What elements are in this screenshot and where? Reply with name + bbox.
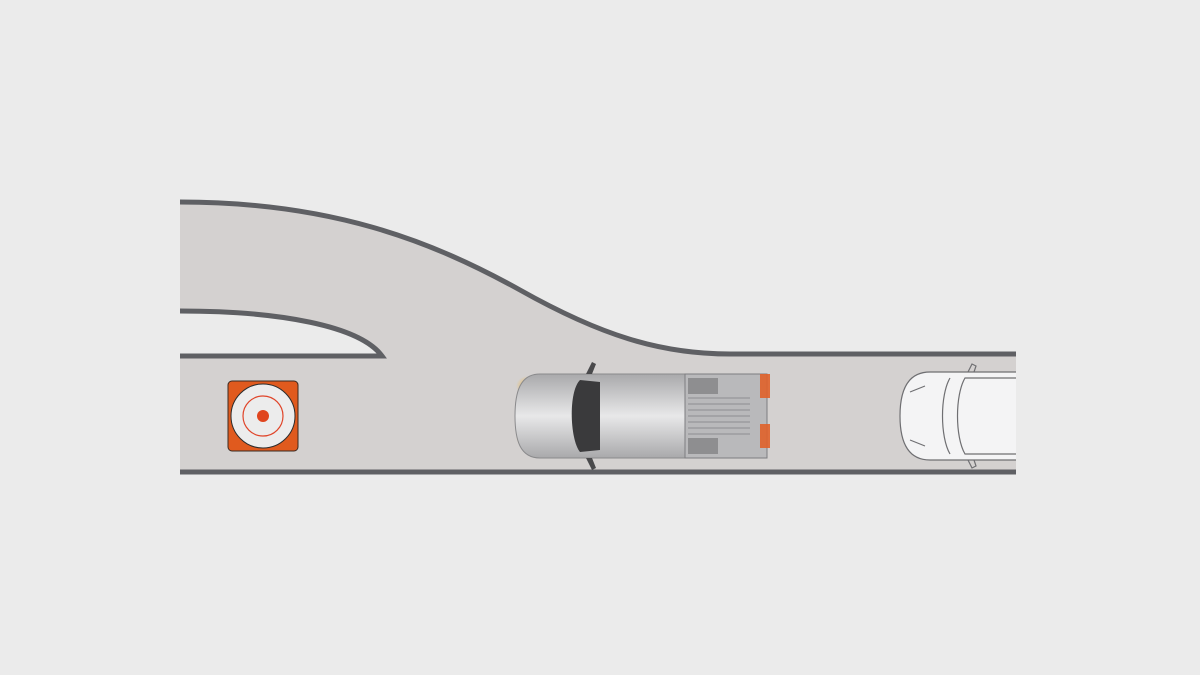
lane-island — [180, 311, 382, 356]
car-outline-icon — [899, 363, 1016, 469]
pickup-truck-icon — [514, 362, 770, 470]
island-edge — [179, 308, 387, 359]
road-edge-top — [179, 199, 1016, 357]
target-icon — [227, 380, 299, 452]
road-surface — [180, 202, 1016, 472]
